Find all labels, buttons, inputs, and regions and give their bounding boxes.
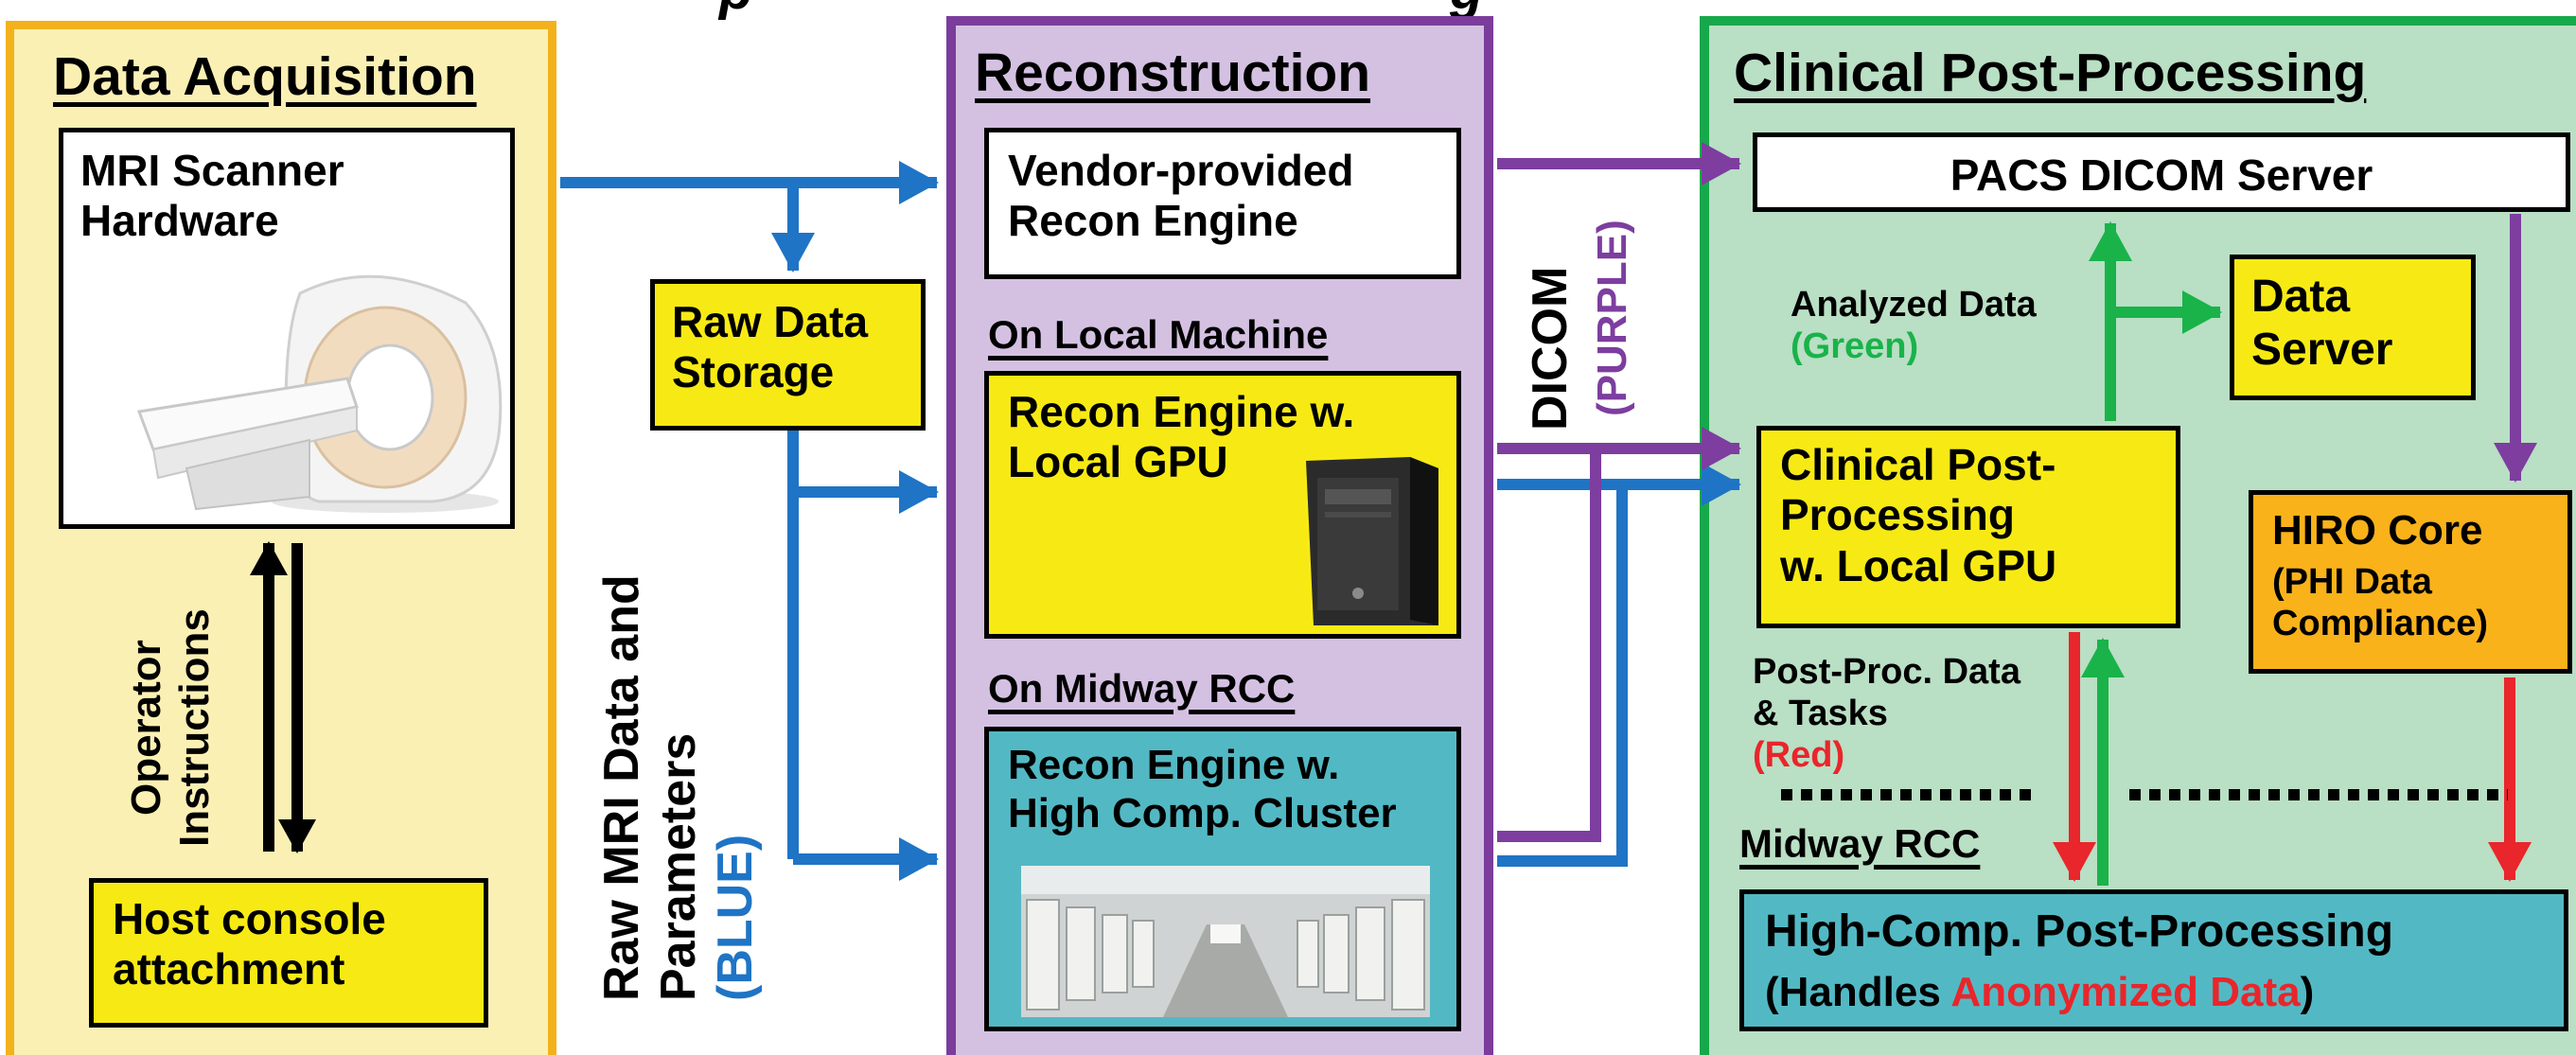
vendor-recon-box: Vendor-provided Recon Engine	[984, 128, 1461, 279]
hiro-core-title: HIRO Core	[2272, 507, 2483, 554]
raw-data-storage-label: Raw Data Storage	[672, 297, 869, 397]
local-gpu-recon-label: Recon Engine w. Local GPU	[1008, 387, 1355, 487]
vendor-recon-label: Vendor-provided Recon Engine	[1008, 146, 1354, 246]
host-console-label: Host console attachment	[113, 894, 386, 994]
data-server-box: Data Server	[2230, 255, 2476, 400]
local-gpu-recon-box: Recon Engine w. Local GPU	[984, 371, 1461, 639]
post-proc-data-label: Post-Proc. Data & Tasks (Red)	[1753, 652, 2020, 776]
host-console-box: Host console attachment	[89, 878, 488, 1028]
post-proc-color-key: (Red)	[1753, 735, 1845, 776]
local-machine-heading: On Local Machine	[988, 312, 1329, 357]
cluster-recon-label: Recon Engine w. High Comp. Cluster	[1008, 742, 1397, 837]
data-center-illustration	[1021, 866, 1430, 1017]
data-server-label: Data Server	[2251, 272, 2393, 375]
purple-flow-cluster-to-clinical	[1497, 448, 1601, 842]
page-title-fragment-right: g	[1450, 0, 1483, 22]
mri-scanner-illustration	[136, 274, 503, 513]
high-comp-title: High-Comp. Post-Processing	[1765, 906, 2394, 957]
reconstruction-title: Reconstruction	[975, 43, 1371, 103]
post-processing-title: Clinical Post-Processing	[1734, 43, 2367, 103]
clinical-gpu-box: Clinical Post- Processing w. Local GPU	[1756, 426, 2180, 628]
pacs-server-label: PACS DICOM Server	[1950, 150, 2373, 200]
hiro-core-box: HIRO Core (PHI Data Compliance)	[2249, 490, 2572, 674]
anonymized-data-highlight: Anonymized Data	[1950, 969, 2301, 1015]
workstation-illustration	[1306, 457, 1438, 625]
acquisition-title: Data Acquisition	[53, 46, 477, 107]
hiro-core-subtitle: (PHI Data Compliance)	[2272, 562, 2489, 644]
cluster-recon-box: Recon Engine w. High Comp. Cluster	[984, 727, 1461, 1031]
mri-scanner-label: MRI Scanner Hardware	[80, 146, 344, 246]
high-comp-subtitle: (Handles Anonymized Data)	[1765, 969, 2315, 1015]
high-comp-box: High-Comp. Post-Processing (Handles Anon…	[1739, 889, 2568, 1031]
analyzed-data-label: Analyzed Data (Green)	[1791, 285, 2037, 367]
midway-rcc-heading: On Midway RCC	[988, 666, 1296, 711]
raw-data-storage-box: Raw Data Storage	[650, 279, 926, 431]
page-title-fragment: p	[719, 0, 752, 22]
mri-scanner-box: MRI Scanner Hardware	[59, 128, 515, 529]
analyzed-data-color-key: (Green)	[1791, 326, 1919, 367]
clinical-gpu-label: Clinical Post- Processing w. Local GPU	[1780, 440, 2057, 590]
midway-rcc-label: Midway RCC	[1739, 821, 1981, 866]
pacs-server-box: PACS DICOM Server	[1753, 132, 2570, 212]
blue-flow-cluster-to-clinical	[1497, 484, 1628, 867]
